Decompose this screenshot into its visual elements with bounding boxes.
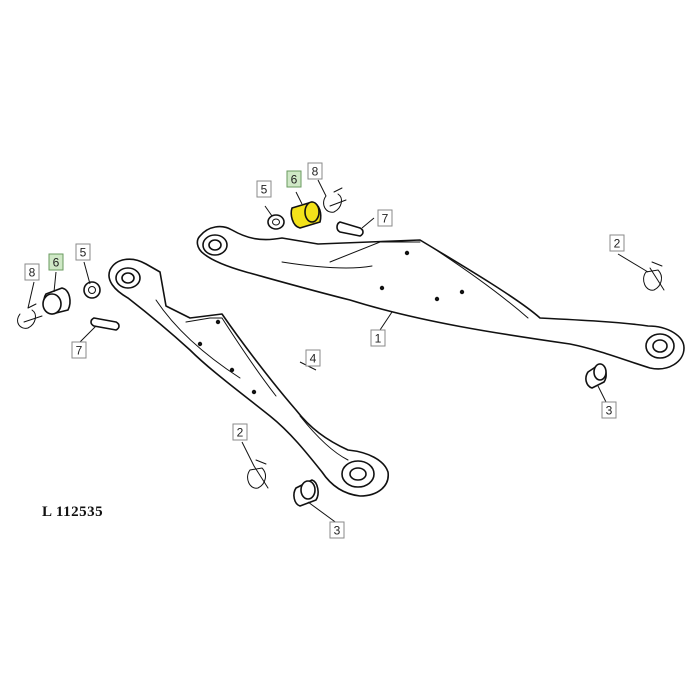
svg-text:3: 3	[334, 524, 341, 538]
callout-8-left[interactable]: 8	[24, 263, 40, 281]
svg-text:7: 7	[76, 344, 83, 358]
clip-part-8-left[interactable]	[17, 303, 43, 329]
lynch-pin-part-2-right[interactable]	[643, 261, 665, 291]
svg-text:1: 1	[375, 332, 382, 346]
lower-link-arm-right[interactable]	[196, 225, 685, 370]
svg-text:4: 4	[310, 352, 317, 366]
callout-2-right[interactable]: 2	[609, 234, 625, 252]
callout-2-left[interactable]: 2	[232, 423, 248, 441]
callout-5-upper[interactable]: 5	[256, 180, 272, 198]
svg-text:7: 7	[382, 212, 389, 226]
washer-part-5-upper[interactable]	[267, 214, 285, 230]
bushing-part-6-left[interactable]	[42, 287, 71, 315]
washer-part-5-left[interactable]	[83, 281, 101, 299]
callout-3-left[interactable]: 3	[329, 521, 345, 539]
callout-8-upper[interactable]: 8	[307, 162, 323, 180]
pin-part-7-left[interactable]	[90, 317, 120, 331]
bushing-part-6-upper-highlighted[interactable]	[290, 201, 322, 229]
lower-link-arm-left[interactable]	[108, 258, 389, 497]
svg-text:6: 6	[53, 256, 60, 270]
callout-6-left[interactable]: 6	[48, 253, 64, 271]
drawing-reference: L 112535	[42, 504, 103, 520]
callout-7-upper[interactable]: 7	[377, 209, 393, 227]
svg-text:3: 3	[606, 404, 613, 418]
svg-text:8: 8	[29, 266, 36, 280]
svg-text:2: 2	[614, 237, 621, 251]
callout-5-left[interactable]: 5	[75, 243, 91, 261]
svg-text:5: 5	[80, 246, 87, 260]
callout-4[interactable]: 4	[305, 349, 321, 367]
callout-1[interactable]: 1	[370, 329, 386, 347]
clip-part-8-upper[interactable]	[323, 187, 347, 213]
svg-text:8: 8	[312, 165, 319, 179]
callout-6-upper[interactable]: 6	[286, 170, 302, 188]
svg-text:2: 2	[237, 426, 244, 440]
pin-part-7-upper[interactable]	[336, 221, 364, 237]
svg-text:5: 5	[261, 183, 268, 197]
bushing-end	[304, 201, 320, 223]
svg-text:6: 6	[291, 173, 298, 187]
lynch-pin-part-2-left[interactable]	[247, 459, 269, 489]
leader-lines	[27, 179, 649, 525]
callout-3-right[interactable]: 3	[601, 401, 617, 419]
callout-7-left[interactable]: 7	[71, 341, 87, 359]
bushing-part-3-left[interactable]	[293, 479, 319, 507]
bushing-part-3-right[interactable]	[585, 363, 607, 389]
